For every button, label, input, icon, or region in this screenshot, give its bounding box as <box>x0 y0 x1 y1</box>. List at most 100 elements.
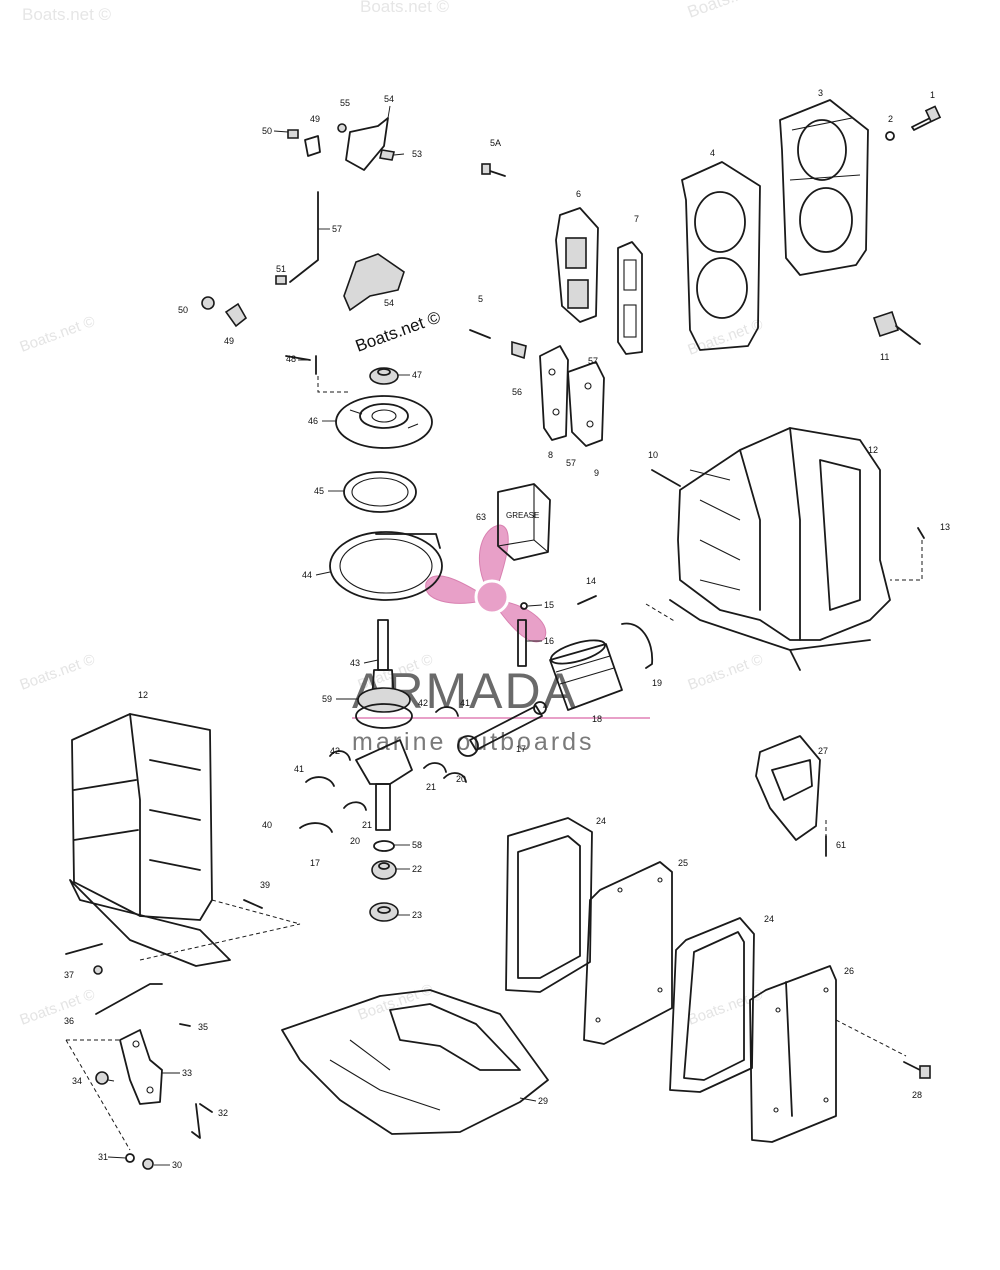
callout-19: 19 <box>652 678 662 688</box>
watermark-text: Boats.net © <box>18 651 98 694</box>
screw-part-39 <box>243 899 263 909</box>
nut-part-37 <box>93 965 103 975</box>
callout-37: 37 <box>64 970 74 980</box>
pin-part-14 <box>577 595 597 605</box>
callout-61: 61 <box>836 840 846 850</box>
crankcase-part-12-left <box>69 713 231 967</box>
callout-33: 33 <box>182 1068 192 1078</box>
washer-part-31 <box>125 1153 135 1163</box>
screw-part-5 <box>469 329 491 339</box>
spring-part-32 <box>191 1103 213 1139</box>
base-gasket-part-29 <box>281 989 549 1135</box>
callout-57-link: 57 <box>332 224 342 234</box>
callout-63: 63 <box>476 512 486 522</box>
ring-part-58 <box>373 840 395 852</box>
callout-45: 45 <box>314 486 324 496</box>
callout-labels: 1 2 3 4 5A 6 7 5 11 56 57 8 57 9 10 12 1… <box>64 88 950 1170</box>
callout-9: 9 <box>594 468 599 478</box>
callout-41-mid: 41 <box>294 764 304 774</box>
gasket-plate-part-25 <box>583 861 673 1045</box>
callout-32: 32 <box>218 1108 228 1118</box>
cover-plate-part-26 <box>749 965 837 1143</box>
plate-part-46 <box>335 395 433 449</box>
bolt-part-1 <box>911 105 942 131</box>
callout-50-top: 50 <box>262 126 272 136</box>
callout-12-left: 12 <box>138 690 148 700</box>
callout-58: 58 <box>412 840 422 850</box>
reed-plates-part-8-9 <box>539 345 605 447</box>
callout-36-a: 36 <box>64 1016 74 1026</box>
callout-25: 25 <box>678 858 688 868</box>
screw-part-35 <box>179 1023 191 1027</box>
bearing-part-47 <box>369 367 399 385</box>
bearing-part-22 <box>371 860 397 880</box>
callout-21-left: 21 <box>362 820 372 830</box>
callout-8: 8 <box>548 450 553 460</box>
callout-49-mid: 49 <box>224 336 234 346</box>
callout-leader-lines <box>107 105 543 1166</box>
callout-22: 22 <box>412 864 422 874</box>
callout-42-mid: 42 <box>330 746 340 756</box>
callout-26: 26 <box>844 966 854 976</box>
callout-20-right: 20 <box>456 774 466 784</box>
callout-12-right: 12 <box>868 445 878 455</box>
callout-5: 5 <box>478 294 483 304</box>
callout-39: 39 <box>260 880 270 890</box>
leader <box>285 355 311 361</box>
callout-4: 4 <box>710 148 715 158</box>
callout-13: 13 <box>940 522 950 532</box>
crankcase-part-12-right <box>669 427 891 671</box>
callout-30: 30 <box>172 1160 182 1170</box>
nut-part-30 <box>142 1158 154 1170</box>
callout-11: 11 <box>880 352 889 362</box>
callout-42-top: 42 <box>418 698 428 708</box>
grease-label: GREASE <box>506 511 539 520</box>
callout-41-top: 41 <box>460 698 470 708</box>
reed-gasket-part-7 <box>617 241 643 355</box>
link-part-36 <box>95 983 163 1015</box>
callout-18: 18 <box>592 714 602 724</box>
clip-part <box>511 340 527 360</box>
callout-29: 29 <box>538 1096 548 1106</box>
callout-57-bottom: 57 <box>566 458 576 468</box>
gasket-plate-part-24-a <box>505 817 593 993</box>
pin-part-16 <box>517 619 527 667</box>
crankshaft-part-43 <box>355 619 413 831</box>
callout-20-left: 20 <box>350 836 360 846</box>
linkage-parts <box>201 117 405 328</box>
callout-7: 7 <box>634 214 639 224</box>
callout-3: 3 <box>818 88 823 98</box>
callout-2: 2 <box>888 114 893 124</box>
callout-51: 51 <box>276 264 286 274</box>
callout-24-a: 24 <box>596 816 606 826</box>
callout-56: 56 <box>512 387 522 397</box>
callout-16: 16 <box>544 636 554 646</box>
callout-54-mid: 54 <box>384 298 394 308</box>
piston-part-18 <box>549 639 623 711</box>
callout-14: 14 <box>586 576 596 586</box>
washer-part-2 <box>885 131 895 141</box>
callout-28: 28 <box>912 1090 922 1100</box>
callout-17-bearing: 17 <box>310 858 320 868</box>
callout-24-b: 24 <box>764 914 774 924</box>
callout-57-top: 57 <box>588 356 598 366</box>
callout-31: 31 <box>98 1152 108 1162</box>
head-cover-part-3 <box>779 99 869 276</box>
callout-15: 15 <box>544 600 554 610</box>
sensor-part-11 <box>872 310 921 345</box>
callout-6: 6 <box>576 189 581 199</box>
bracket-part-33 <box>119 1029 163 1105</box>
reed-block-part-6 <box>555 207 599 323</box>
watermark-text: Boats.net © <box>360 0 450 16</box>
screw-part-10 <box>651 469 681 487</box>
seal-part-23 <box>369 902 399 922</box>
callout-17-rod: 17 <box>516 744 526 754</box>
watermark-text: Boats.net © <box>18 313 98 356</box>
callout-43: 43 <box>350 658 360 668</box>
callout-59: 59 <box>322 694 332 704</box>
spacer-part-34 <box>95 1071 109 1085</box>
watermark-text-dark: Boats.net © <box>353 307 444 355</box>
bearing-halves <box>299 706 467 833</box>
screw-part-13 <box>917 527 925 539</box>
